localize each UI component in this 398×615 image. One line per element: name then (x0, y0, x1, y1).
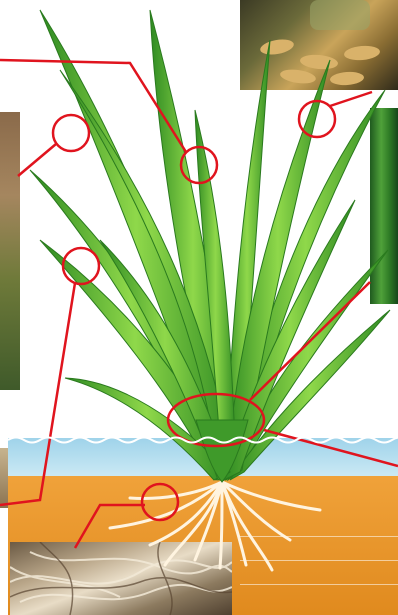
plant-roots (110, 482, 320, 570)
plant-leaves (30, 10, 390, 480)
root-callout (142, 484, 178, 520)
leaf-margin-callout (53, 115, 89, 151)
